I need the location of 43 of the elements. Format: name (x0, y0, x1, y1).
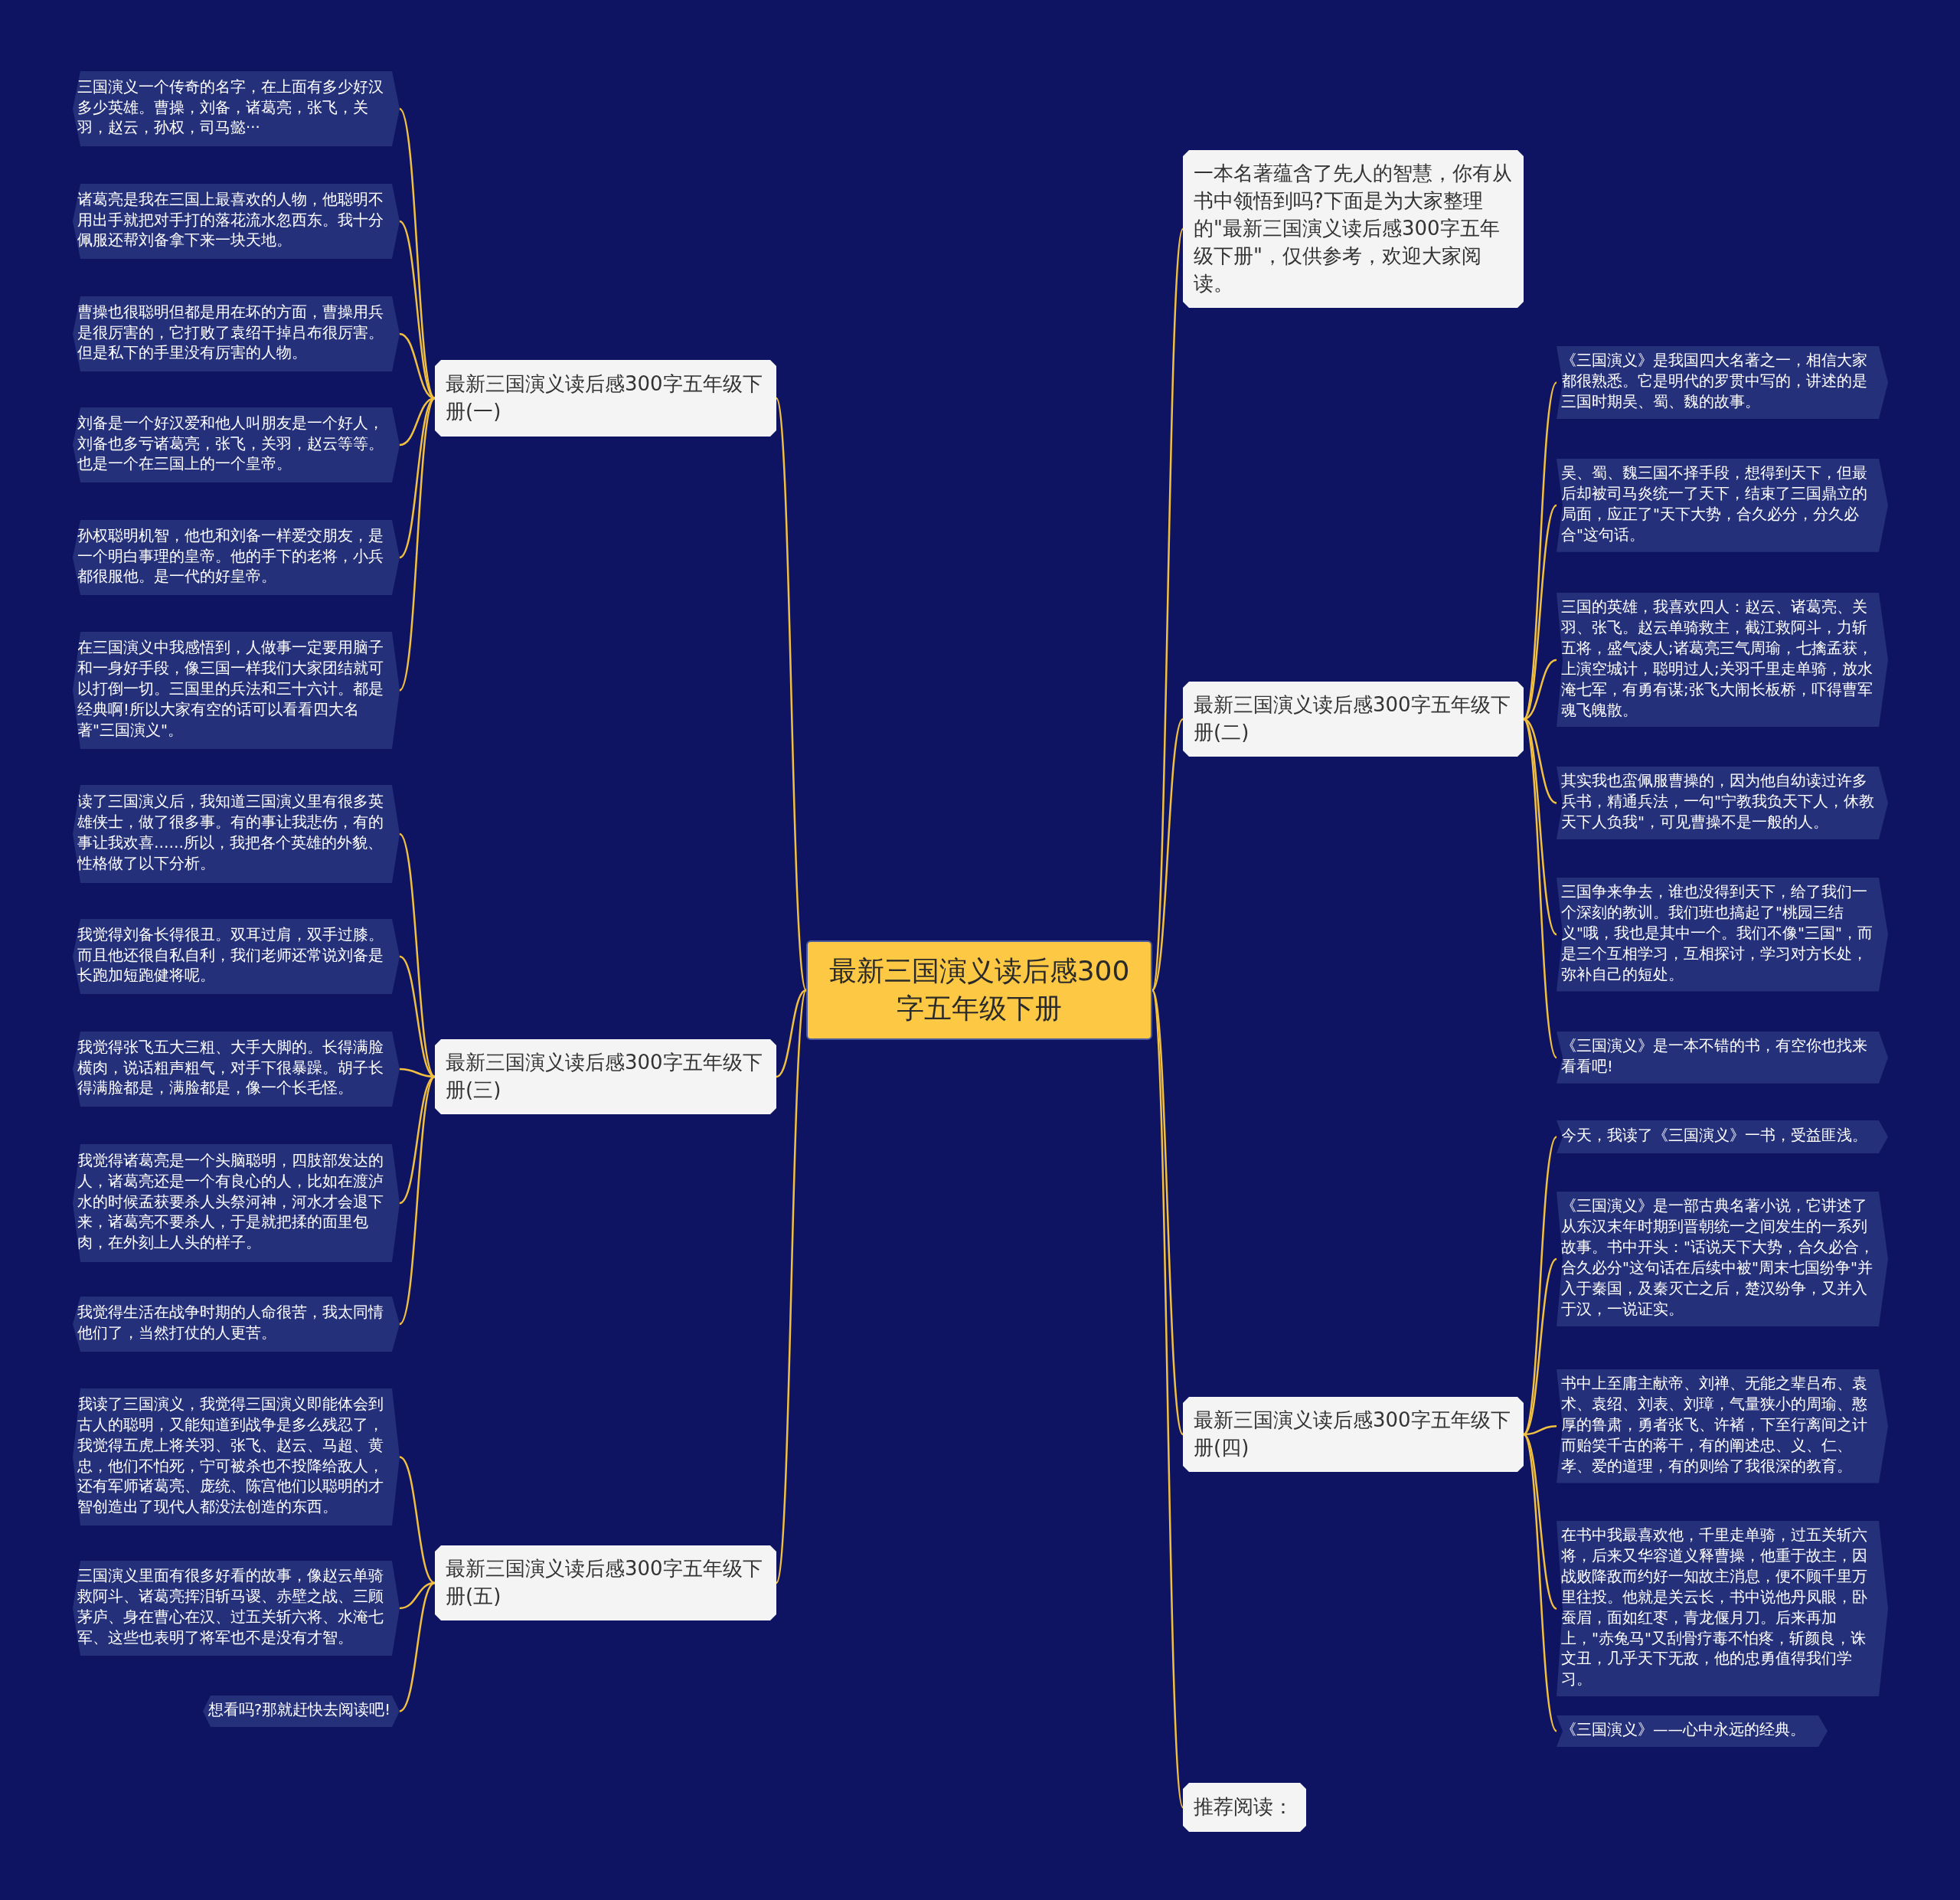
subtopic-box: 吴、蜀、魏三国不择手段，想得到天下，但最后却被司马炎统一了天下，结束了三国鼎立的局面，应正了"天下大势，合久必分，分久必合"这句话。 (1557, 459, 1888, 552)
central-topic-box: 最新三国演义读后感300字五年级下册 (806, 940, 1152, 1040)
subtopic-box: 《三国演义》是一本不错的书，有空你也找来看看吧! (1557, 1032, 1888, 1084)
topic-box: 最新三国演义读后感300字五年级下册(三) (435, 1039, 776, 1114)
connector-line (1151, 989, 1184, 1808)
topic-box: 最新三国演义读后感300字五年级下册(一) (435, 360, 776, 437)
subtopic-box: 刘备是一个好汉爱和他人叫朋友是一个好人，刘备也多亏诸葛亮，张飞，关羽，赵云等等。也是一个在三国上的一个皇帝。 (73, 407, 400, 482)
subtopic-box: 三国的英雄，我喜欢四人：赵云、诸葛亮、关羽、张飞。赵云单骑救主，截江救阿斗，力斩五将，盛气凌人;诸葛亮三气周瑜，七擒孟获，上演空城计，聪明过人;关羽千里走单骑，放水淹七军，有勇有谋;张飞大闹长板桥，吓得曹军魂飞魄散。 (1557, 593, 1888, 728)
connector-line (399, 1075, 436, 1205)
subtopic-box: 我觉得诸葛亮是一个头脑聪明，四肢部发达的人，诸葛亮还是一个有良心的人，比如在渡泸水的时候孟获要杀人头祭河神，河水才会退下来，诸葛亮不要杀人，于是就把揉的面里包肉，在外刻上人头的样子。 (73, 1144, 400, 1262)
subtopic-box: 诸葛亮是我在三国上最喜欢的人物，他聪明不用出手就把对手打的落花流水忽西东。我十分佩服还帮刘备拿下来一块天地。 (73, 184, 400, 259)
connector-line (399, 1581, 436, 1712)
subtopic-box: 《三国演义》——心中永远的经典。 (1557, 1715, 1828, 1747)
connector-line (1151, 228, 1184, 991)
subtopic-box: 三国演义一个传奇的名字，在上面有多少好汉多少英雄。曹操，刘备，诸葛亮，张飞，关羽，赵云，孙权，司马懿··· (73, 71, 400, 146)
subtopic-box: 在书中我最喜欢他，千里走单骑，过五关斩六将，后来又华容道义释曹操，他重于故主，因战败降敌而约好一知故主消息，便不顾千里万里往投。他就是关云长，书中说他丹凤眼，卧蚕眉，面如红枣，青龙偃月刀。后来再加上，"赤兔马"又刮骨疗毒不怕疼，斩颜良，诛文丑，几乎天下无敌，他的忠勇值得我们学习。 (1557, 1521, 1888, 1697)
connector-line (399, 1456, 436, 1584)
subtopic-box: 三国演义里面有很多好看的故事，像赵云单骑救阿斗、诸葛亮挥泪斩马谡、赤壁之战、三顾茅庐、身在曹心在汉、过五关斩六将、水淹七军、这些也表明了将军也不是没有才智。 (73, 1561, 400, 1656)
subtopic-box: 其实我也蛮佩服曹操的，因为他自幼读过许多兵书，精通兵法，一句"宁教我负天下人，休教天下人负我"，可见曹操不是一般的人。 (1557, 767, 1888, 839)
subtopic-box: 孙权聪明机智，他也和刘备一样爱交朋友，是一个明白事理的皇帝。他的手下的老将，小兵都很服他。是一代的好皇帝。 (73, 520, 400, 595)
subtopic-box: 想看吗?那就赶快去阅读吧! (203, 1696, 400, 1727)
subtopic-box: 我觉得生活在战争时期的人命很苦，我太同情他们了，当然打仗的人更苦。 (73, 1297, 400, 1352)
connector-line (776, 989, 807, 1078)
subtopic-box: 《三国演义》是一部古典名著小说，它讲述了从东汉末年时期到晋朝统一之间发生的一系列故事。书中开头："话说天下大势，合久必合，合久必分"这句话在后续中被"周末七国纷争"并入于秦国，及秦灭亡之后，楚汉纷争，又并入于汉，一说证实。 (1557, 1192, 1888, 1326)
connector-line (1523, 504, 1557, 720)
subtopic-box: 我觉得刘备长得很丑。双耳过肩，双手过膝。而且他还很自私自利，我们老师还常说刘备是长跑加短跑健将呢。 (73, 919, 400, 994)
connector-line (1151, 718, 1184, 991)
subtopic-box: 我读了三国演义，我觉得三国演义即能体会到古人的聪明，又能知道到战争是多么残忍了，我觉得五虎上将关羽、张飞、赵云、马超、黄忠，他们不怕死，宁可被杀也不投降给敌人，还有军师诸葛亮、庞统、陈宫他们以聪明的才智创造出了现代人都没法创造的东西。 (73, 1388, 400, 1526)
subtopic-box: 《三国演义》是我国四大名著之一，相信大家都很熟悉。它是明代的罗贯中写的，讲述的是三国时期吴、蜀、魏的故事。 (1557, 346, 1888, 419)
topic-box: 最新三国演义读后感300字五年级下册(四) (1183, 1397, 1524, 1472)
connector-line (399, 833, 436, 1078)
topic-box: 一本名著蕴含了先人的智慧，你有从书中领悟到吗?下面是为大家整理的"最新三国演义读后感300字五年级下册"，仅供参考，欢迎大家阅读。 (1183, 150, 1524, 308)
topic-box: 推荐阅读： (1183, 1783, 1306, 1832)
connector-line (399, 1076, 436, 1325)
subtopic-box: 我觉得张飞五大三粗、大手大脚的。长得满脸横肉，说话粗声粗气，对手下很暴躁。胡子长得满脸都是，满脸都是，像一个长毛怪。 (73, 1032, 400, 1107)
subtopic-box: 书中上至庸主献帝、刘禅、无能之辈吕布、袁术、袁绍、刘表、刘璋，气量狭小的周瑜、憨厚的鲁肃，勇者张飞、许褚，下至行离间之计而贻笑千古的蒋干，有的阐述忠、义、仁、孝、爱的道理，有的则给了我很深的教育。 (1557, 1369, 1888, 1483)
subtopic-box: 读了三国演义后，我知道三国演义里有很多英雄侠士，做了很多事。有的事让我悲伤，有的事让我欢喜……所以，我把各个英雄的外貌、性格做了以下分析。 (73, 785, 400, 883)
subtopic-box: 今天，我读了《三国演义》一书，受益匪浅。 (1557, 1120, 1888, 1153)
subtopic-box: 三国争来争去，谁也没得到天下，给了我们一个深刻的教训。我们班也搞起了"桃园三结义"哦，我也是其中一个。我们不像"三国"，而是三个互相学习，互相探讨，学习对方长处，弥补自己的短处。 (1557, 878, 1888, 992)
topic-box: 最新三国演义读后感300字五年级下册(五) (435, 1545, 776, 1620)
topic-box: 最新三国演义读后感300字五年级下册(二) (1183, 682, 1524, 757)
subtopic-box: 曹操也很聪明但都是用在坏的方面，曹操用兵是很厉害的，它打败了袁绍干掉吕布很厉害。但是私下的手里没有厉害的人物。 (73, 296, 400, 371)
subtopic-box: 在三国演义中我感悟到，人做事一定要用脑子和一身好手段，像三国一样我们大家团结就可以打倒一切。三国里的兵法和三十六计。都是经典啊!所以大家有空的话可以看看四大名著"三国演义"。 (73, 632, 400, 749)
